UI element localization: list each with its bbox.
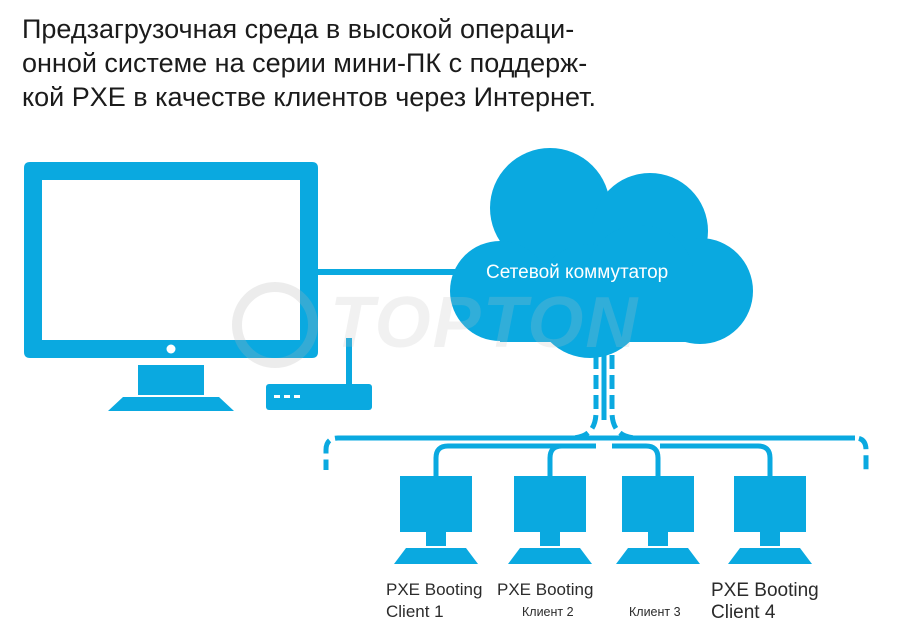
client-4-label-line-2: Client 4 <box>711 602 776 623</box>
watermark-logo <box>232 282 318 368</box>
client-3-label-line-2: Клиент 3 <box>629 605 681 619</box>
client-1-label-line-1: PXE Booting <box>386 580 483 599</box>
client-2-label-line-2: Клиент 2 <box>522 605 574 619</box>
server-monitor-icon <box>24 162 318 411</box>
title-line-2: онной системе на серии мини-ПК с поддерж… <box>22 48 588 78</box>
watermark-text: TOPTON <box>330 283 640 363</box>
diagram-title: Предзагрузочная среда в высокой операци-… <box>22 12 642 114</box>
client-3-monitor-icon <box>616 476 700 564</box>
client-4-monitor-icon <box>728 476 812 564</box>
cloud-icon <box>450 148 753 358</box>
client-drops <box>433 443 773 476</box>
uplink-line <box>318 269 468 275</box>
trunk-lines <box>323 355 869 470</box>
title-line-1: Предзагрузочная среда в высокой операци- <box>22 14 575 44</box>
client-2-label-line-1: PXE Booting <box>497 580 594 599</box>
client-1-monitor-icon <box>394 476 478 564</box>
cloud-label: Сетевой коммутатор <box>486 262 669 283</box>
title-line-3: кой PXE в качестве клиентов через Интерн… <box>22 82 596 112</box>
mini-pc-icon <box>266 338 372 410</box>
client-1-label-line-2: Client 1 <box>386 602 444 621</box>
client-4-label-line-1: PXE Booting <box>711 580 819 601</box>
client-2-monitor-icon <box>508 476 592 564</box>
